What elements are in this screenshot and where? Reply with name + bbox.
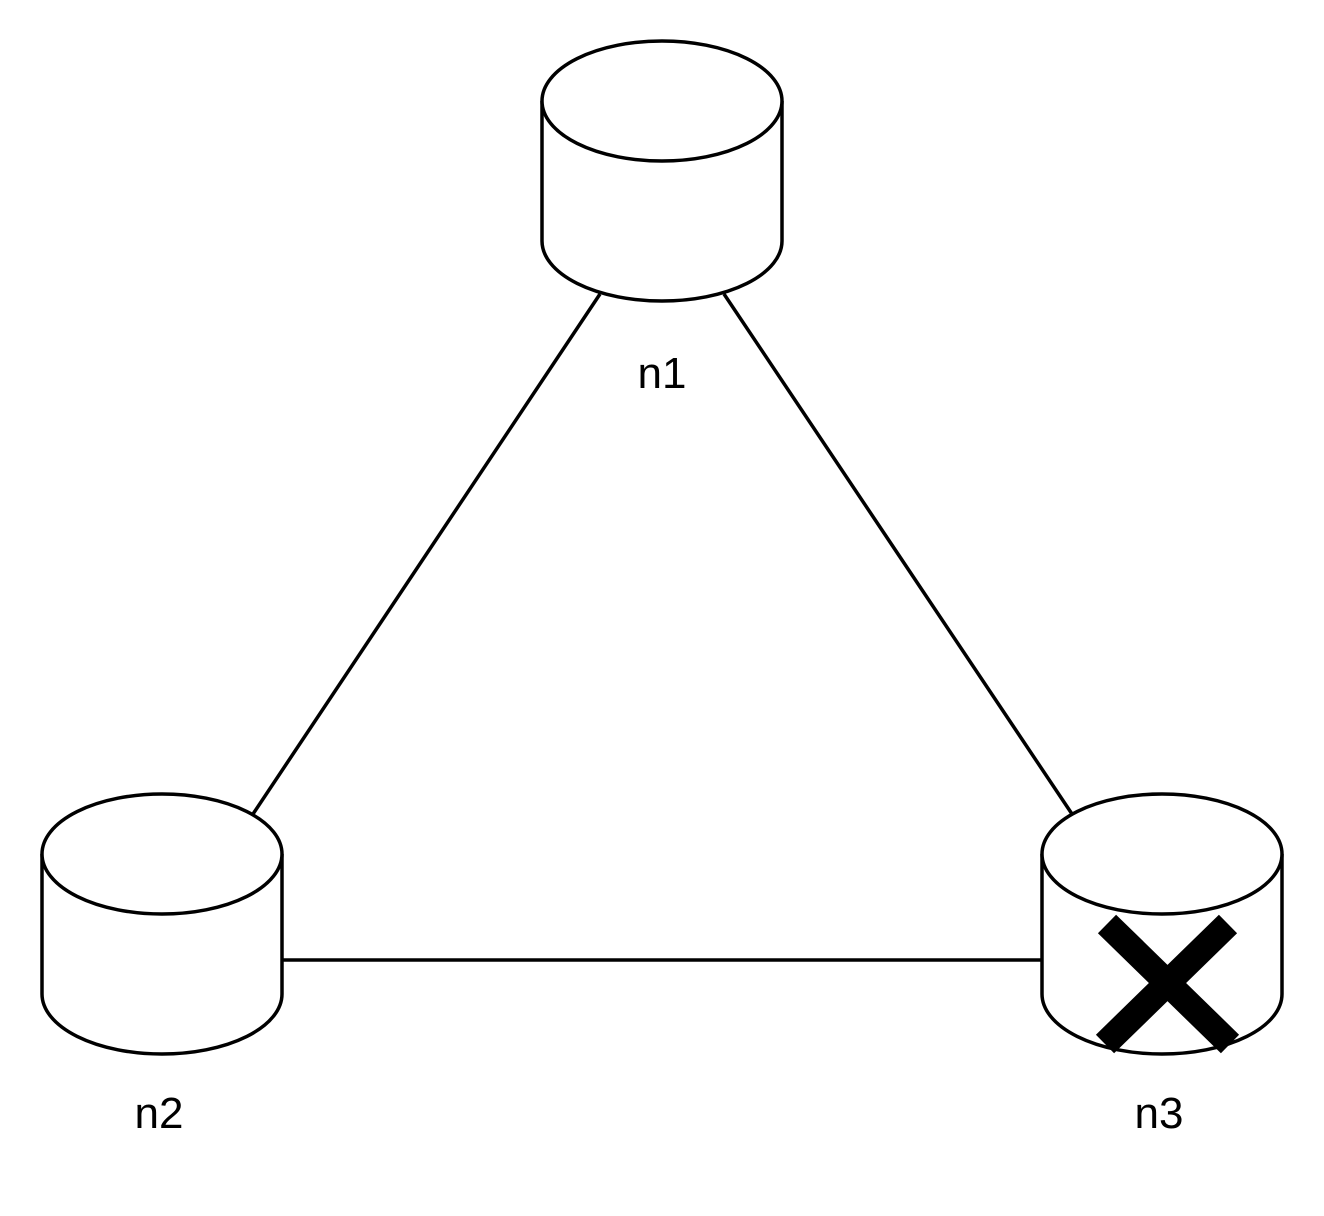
database-cylinder-icon — [1040, 792, 1284, 1056]
node-n3[interactable]: n3 — [1040, 792, 1284, 1138]
node-label-n1: n1 — [638, 349, 687, 398]
database-cylinder-icon — [540, 39, 784, 303]
edges — [251, 293, 1074, 962]
node-n1[interactable]: n1 — [540, 39, 784, 398]
edge-n1-n2 — [251, 293, 602, 815]
edge-n1-n3 — [722, 293, 1074, 815]
x-mark-icon — [1095, 914, 1240, 1054]
database-cylinder-icon — [40, 792, 284, 1056]
node-n2[interactable]: n2 — [40, 792, 284, 1138]
node-label-n3: n3 — [1135, 1089, 1184, 1138]
node-label-n2: n2 — [135, 1089, 184, 1138]
